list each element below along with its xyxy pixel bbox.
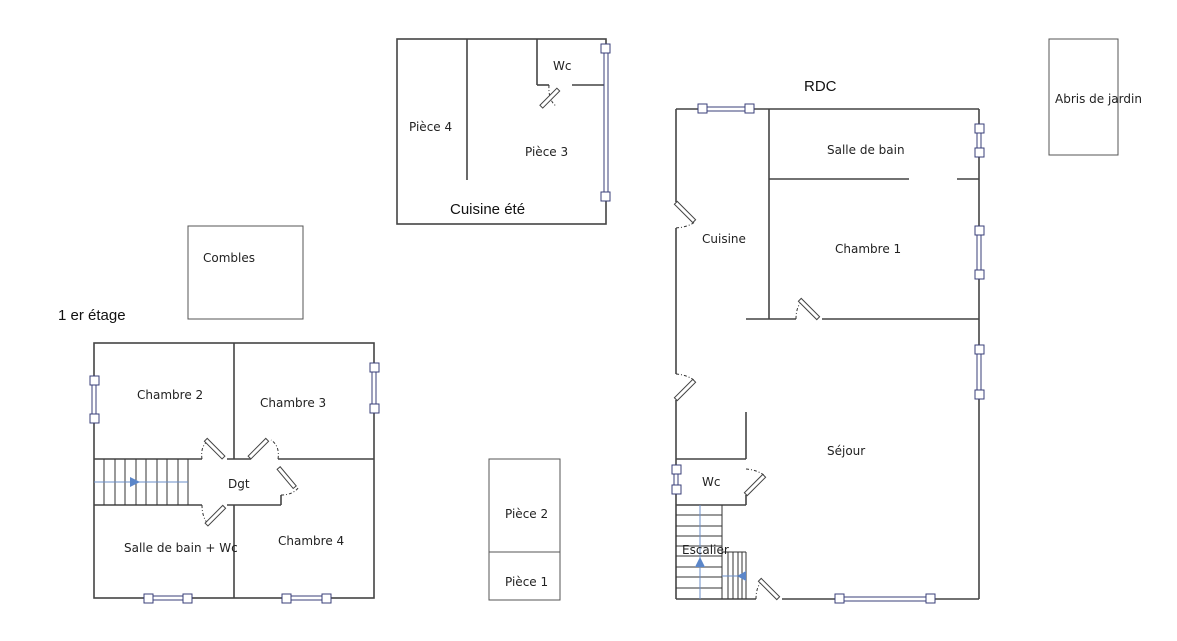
door-icon	[755, 577, 781, 601]
window-icon	[974, 344, 985, 400]
stair-arrow-icon	[130, 477, 140, 487]
room-label: Escalier	[682, 543, 729, 557]
room-label: Chambre 4	[278, 534, 344, 548]
window-icon	[974, 123, 985, 158]
combles-plan: Combles	[187, 225, 304, 320]
window-icon	[600, 43, 611, 202]
window-icon	[834, 593, 936, 604]
staircase	[94, 459, 189, 505]
door-icon	[539, 84, 561, 109]
summer-kitchen-plan: Wc Pièce 4 Pièce 3 Cuisine été	[396, 38, 611, 225]
pieces-plan: Pièce 2 Pièce 1	[488, 458, 561, 601]
room-label: Pièce 1	[505, 575, 548, 589]
room-label: Wc	[553, 59, 571, 73]
stair-arrow-icon	[695, 557, 705, 567]
window-icon	[974, 225, 985, 280]
room-label: Wc	[702, 475, 720, 489]
door-icon	[276, 466, 300, 496]
level-title: Cuisine été	[450, 201, 525, 218]
room-label: Abris de jardin	[1055, 92, 1142, 106]
room-label: Pièce 3	[525, 145, 568, 159]
room-label: Dgt	[228, 477, 250, 491]
stair-arrow-icon	[737, 571, 746, 581]
window-icon	[89, 375, 100, 424]
room-label: Cuisine	[702, 232, 746, 246]
room-label: Chambre 1	[835, 242, 901, 256]
room-label: Pièce 4	[409, 120, 452, 134]
door-icon	[673, 200, 697, 229]
door-icon	[201, 504, 227, 527]
level-title: RDC	[804, 78, 837, 95]
staircase	[676, 505, 747, 599]
level-title: 1 er étage	[58, 307, 126, 324]
window-icon	[369, 362, 380, 414]
room-label: Pièce 2	[505, 507, 548, 521]
room-label: Combles	[203, 251, 255, 265]
garden-shed-plan: Abris de jardin	[1048, 38, 1142, 156]
window-icon	[281, 593, 332, 604]
window-icon	[671, 464, 682, 495]
door-icon	[743, 468, 767, 497]
door-icon	[795, 297, 821, 321]
window-icon	[697, 103, 755, 114]
room-label: Chambre 3	[260, 396, 326, 410]
window-icon	[143, 593, 193, 604]
room-label: Chambre 2	[137, 388, 203, 402]
room-label: Salle de bain	[827, 143, 905, 157]
door-icon	[201, 437, 226, 460]
door-icon	[673, 373, 697, 402]
door-icon	[247, 437, 279, 460]
room-label: Séjour	[827, 444, 865, 458]
ground-floor-plan: RDC	[671, 78, 985, 604]
first-floor-plan: 1 er étage	[58, 307, 380, 604]
room-label: Salle de bain + Wc	[124, 541, 238, 555]
